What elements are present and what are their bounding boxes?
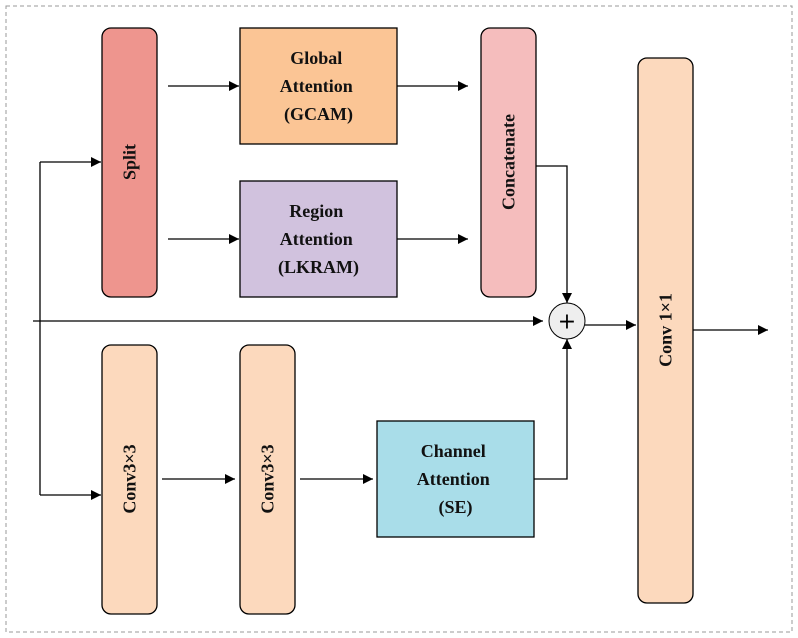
gcam-block: Global Attention (GCAM) xyxy=(239,27,398,145)
arrow-concat-sum xyxy=(536,165,572,303)
lkram-label-line-1: Region xyxy=(289,201,343,221)
se-label: Channel Attention (SE) xyxy=(417,441,495,518)
lkram-block-shape xyxy=(239,180,398,298)
conv3x3-block-2-shape xyxy=(239,344,296,615)
conv3x3-block-2: Conv3×3 xyxy=(239,344,296,615)
concat-label: Concatenate xyxy=(499,114,519,210)
conv1x1-label: Conv 1×1 xyxy=(656,293,676,367)
conv3x3-label-1: Conv3×3 xyxy=(120,444,140,513)
split-label: Split xyxy=(120,144,140,180)
se-label-line-1: Channel xyxy=(421,441,486,461)
conv1x1-block-shape xyxy=(637,57,694,604)
conv3x3-block-1-shape xyxy=(101,344,158,615)
se-block-shape xyxy=(376,420,535,538)
split-block: Split xyxy=(101,27,158,298)
conv1x1-block: Conv 1×1 xyxy=(637,57,694,604)
sum-node: + xyxy=(548,302,586,340)
lkram-label-line-2: Attention xyxy=(280,229,353,249)
gcam-block-shape xyxy=(239,27,398,145)
concat-block-shape xyxy=(480,27,537,298)
concat-block: Concatenate xyxy=(480,27,537,298)
se-label-line-3: (SE) xyxy=(438,497,472,518)
arrow-se-sum xyxy=(534,339,572,480)
plus-icon: + xyxy=(558,310,576,335)
se-block: Channel Attention (SE) xyxy=(376,420,535,538)
gcam-label-line-2: Attention xyxy=(280,76,353,96)
lkram-block: Region Attention (LKRAM) xyxy=(239,180,398,298)
se-label-line-2: Attention xyxy=(417,469,490,489)
conv3x3-label-2: Conv3×3 xyxy=(258,444,278,513)
sum-node-circle xyxy=(548,302,586,340)
gcam-label-line-3: (GCAM) xyxy=(284,104,353,125)
outer-frame xyxy=(5,5,793,633)
lkram-label-line-3: (LKRAM) xyxy=(278,257,359,278)
conv3x3-block-1: Conv3×3 xyxy=(101,344,158,615)
gcam-label-line-1: Global xyxy=(290,48,342,68)
lkram-label: Region Attention (LKRAM) xyxy=(278,201,359,278)
gcam-label: Global Attention (GCAM) xyxy=(280,48,358,125)
split-block-shape xyxy=(101,27,158,298)
